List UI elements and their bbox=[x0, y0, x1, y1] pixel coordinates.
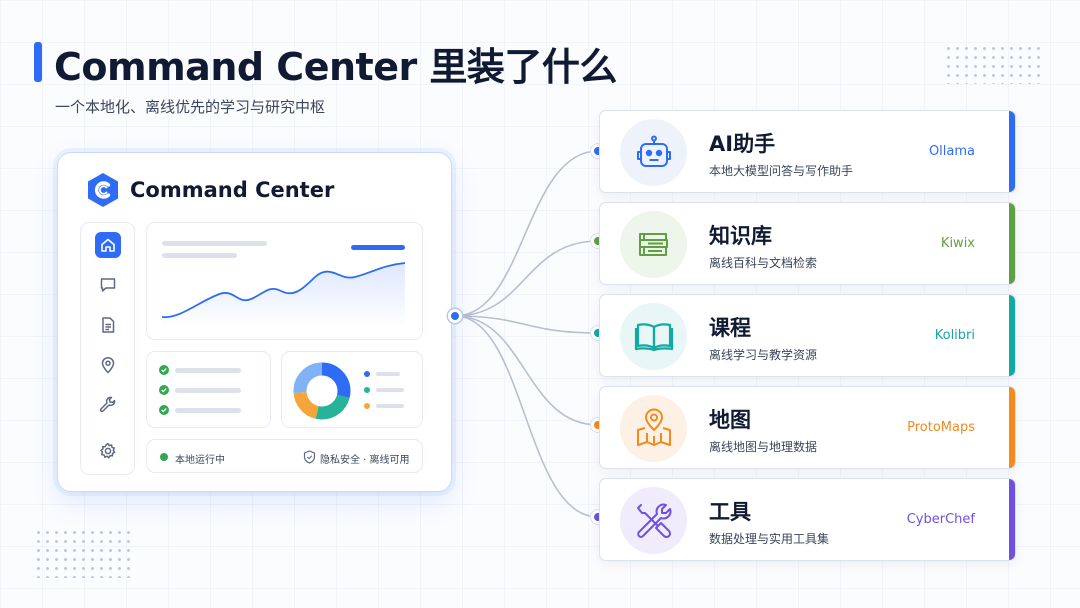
legend-dot bbox=[364, 371, 370, 377]
feature-card-maps[interactable]: 地图 离线地图与地理数据 ProtoMaps bbox=[599, 386, 1016, 469]
check-icon bbox=[159, 365, 169, 375]
placeholder-line bbox=[162, 253, 237, 258]
book-stack-icon bbox=[620, 211, 687, 278]
page-title: Command Center 里装了什么 bbox=[54, 45, 617, 89]
placeholder-line bbox=[376, 388, 404, 392]
donut-chart bbox=[293, 362, 351, 420]
status-indicator bbox=[160, 453, 168, 461]
donut-chart-panel bbox=[281, 351, 423, 428]
placeholder-line bbox=[175, 368, 241, 373]
gear-icon[interactable] bbox=[95, 438, 121, 464]
feature-title: 课程 bbox=[709, 316, 751, 340]
placeholder-line bbox=[175, 388, 241, 393]
feature-title: 地图 bbox=[709, 408, 751, 432]
connector-map bbox=[454, 315, 599, 426]
feature-description: 离线百科与文档检索 bbox=[709, 256, 818, 270]
connector-course bbox=[454, 315, 599, 334]
feature-tool-name: Ollama bbox=[928, 144, 975, 159]
home-icon[interactable] bbox=[95, 232, 121, 258]
robot-icon bbox=[620, 119, 687, 186]
feature-tool-name: Kiwix bbox=[940, 236, 975, 251]
placeholder-line bbox=[376, 372, 400, 376]
feature-description: 本地大模型问答与写作助手 bbox=[709, 164, 854, 178]
feature-card-knowledge-base[interactable]: 知识库 离线百科与文档检索 Kiwix bbox=[599, 202, 1016, 285]
app-name: Command Center bbox=[130, 178, 335, 202]
line-chart-panel bbox=[146, 222, 423, 340]
check-icon bbox=[159, 405, 169, 415]
document-icon[interactable] bbox=[95, 312, 121, 338]
command-center-logo-icon bbox=[88, 173, 118, 207]
card-accent bbox=[1009, 387, 1015, 468]
decorative-dots-top-right bbox=[944, 44, 1044, 84]
status-text: 本地运行中 bbox=[175, 455, 225, 466]
connector-tools bbox=[454, 315, 599, 518]
trend-line-chart bbox=[161, 262, 406, 327]
shield-icon bbox=[303, 450, 316, 464]
feature-card-ai-assistant[interactable]: AI助手 本地大模型问答与写作助手 Ollama bbox=[599, 110, 1016, 193]
feature-title: AI助手 bbox=[709, 132, 776, 156]
feature-tool-name: Kolibri bbox=[934, 328, 975, 343]
card-accent bbox=[1009, 479, 1015, 560]
connector-knowledge bbox=[454, 240, 599, 317]
placeholder-line bbox=[162, 241, 267, 246]
card-accent bbox=[1009, 203, 1015, 284]
feature-description: 数据处理与实用工具集 bbox=[709, 532, 830, 546]
open-book-icon bbox=[620, 303, 687, 370]
feature-tool-name: CyberChef bbox=[906, 512, 975, 527]
hub-node bbox=[448, 309, 462, 323]
card-accent bbox=[1009, 111, 1015, 192]
map-icon bbox=[620, 395, 687, 462]
chat-icon[interactable] bbox=[95, 272, 121, 298]
connector-ai bbox=[454, 150, 599, 317]
feature-card-tools[interactable]: 工具 数据处理与实用工具集 CyberChef bbox=[599, 478, 1016, 561]
legend-dot bbox=[364, 403, 370, 409]
feature-title: 工具 bbox=[709, 500, 751, 524]
placeholder-line bbox=[175, 408, 241, 413]
check-icon bbox=[159, 385, 169, 395]
status-bar: 本地运行中 隐私安全 · 离线可用 bbox=[146, 439, 423, 473]
app-sidebar bbox=[80, 222, 135, 475]
feature-description: 离线地图与地理数据 bbox=[709, 440, 818, 454]
wrench-icon[interactable] bbox=[95, 392, 121, 418]
feature-description: 离线学习与教学资源 bbox=[709, 348, 818, 362]
legend-dot bbox=[364, 387, 370, 393]
placeholder-line bbox=[376, 404, 404, 408]
feature-card-courses[interactable]: 课程 离线学习与教学资源 Kolibri bbox=[599, 294, 1016, 377]
title-accent-bar bbox=[34, 42, 42, 82]
tools-icon bbox=[620, 487, 687, 554]
feature-tool-name: ProtoMaps bbox=[907, 420, 975, 435]
page-subtitle: 一个本地化、离线优先的学习与研究中枢 bbox=[55, 98, 326, 116]
feature-title: 知识库 bbox=[709, 224, 772, 248]
checklist-panel bbox=[146, 351, 271, 428]
accent-bar bbox=[351, 245, 405, 250]
decorative-dots-bottom-left bbox=[34, 528, 134, 578]
card-accent bbox=[1009, 295, 1015, 376]
map-pin-icon[interactable] bbox=[95, 352, 121, 378]
privacy-text: 隐私安全 · 离线可用 bbox=[320, 455, 410, 466]
